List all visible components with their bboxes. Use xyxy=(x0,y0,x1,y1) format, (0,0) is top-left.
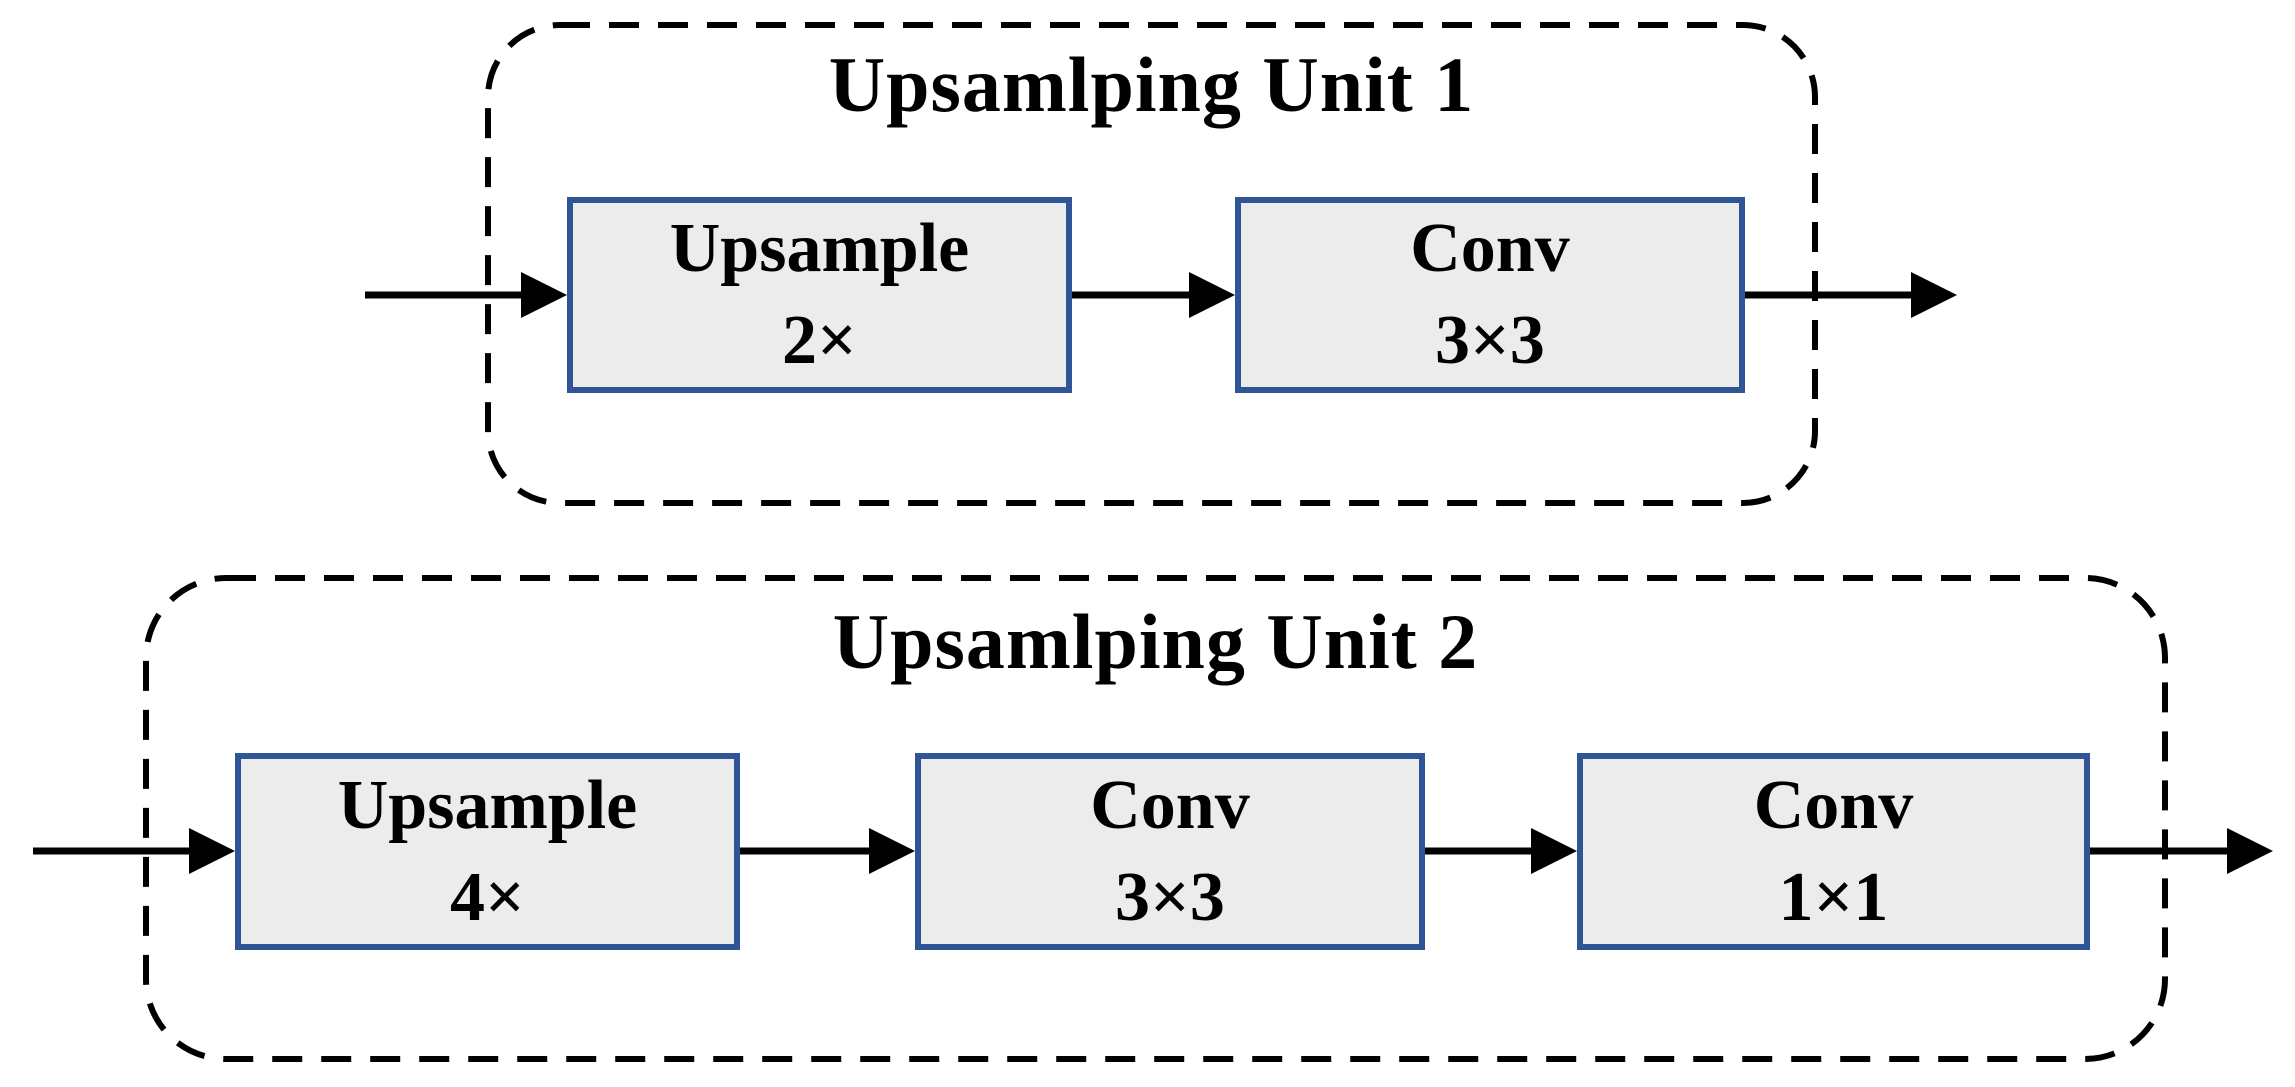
block-label-line2: 4× xyxy=(450,858,525,936)
unit2-output-arrow xyxy=(2090,828,2273,874)
block-label-line1: Conv xyxy=(1410,210,1570,287)
block-label-line2: 3×3 xyxy=(1115,858,1225,936)
unit2-mid-arrow-1 xyxy=(740,828,915,874)
block-conv-1x1: Conv 1×1 xyxy=(1577,753,2090,950)
block-label-line1: Conv xyxy=(1753,766,1914,844)
unit2-input-arrow xyxy=(33,828,235,874)
block-label-line2: 1×1 xyxy=(1778,858,1889,936)
block-label-line2: 2× xyxy=(782,302,857,379)
unit2-title: Upsamlping Unit 2 xyxy=(832,598,1479,685)
block-label-line1: Conv xyxy=(1090,766,1250,844)
unit1-mid-arrow xyxy=(1072,272,1235,318)
unit1-title: Upsamlping Unit 1 xyxy=(828,41,1475,128)
block-label-line2: 3×3 xyxy=(1435,302,1545,379)
unit1-output-arrow xyxy=(1745,272,1957,318)
unit1-input-arrow xyxy=(365,272,567,318)
block-conv-3x3-unit2: Conv 3×3 xyxy=(915,753,1425,950)
block-label-line1: Upsample xyxy=(337,766,638,844)
block-conv-3x3-unit1: Conv 3×3 xyxy=(1235,197,1745,393)
block-upsample-2x: Upsample 2× xyxy=(567,197,1072,393)
block-upsample-4x: Upsample 4× xyxy=(235,753,740,950)
unit2-mid-arrow-2 xyxy=(1425,828,1577,874)
block-label-line1: Upsample xyxy=(669,210,970,287)
